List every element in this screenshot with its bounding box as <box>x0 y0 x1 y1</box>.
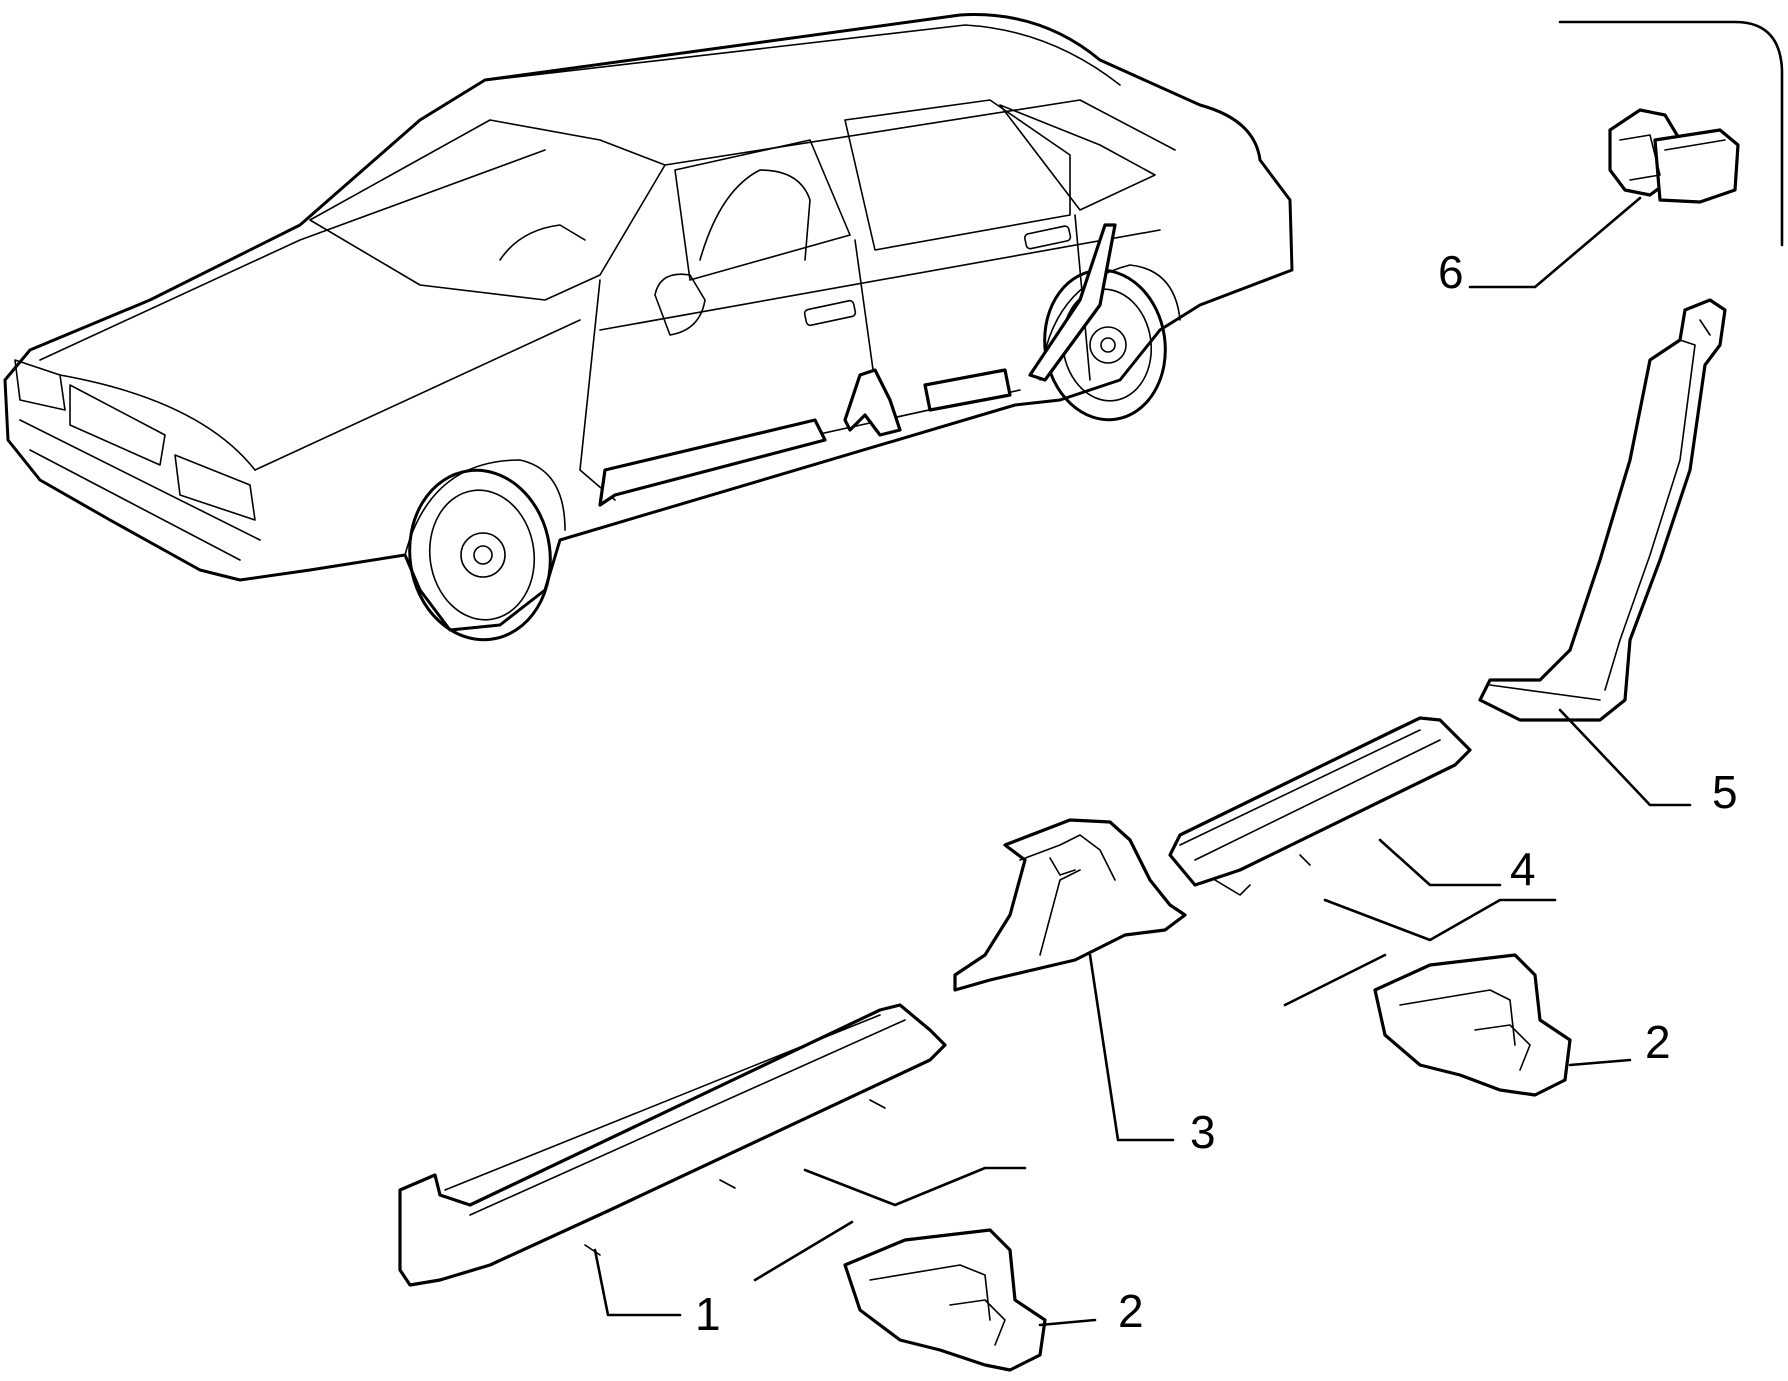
leader-3 <box>1088 953 1175 1142</box>
leader-2-upper <box>1568 1058 1632 1067</box>
group-line-upper-tail <box>1283 953 1387 1007</box>
callout-2-lower: 2 <box>1118 1285 1144 1337</box>
part-4-rear-sill <box>1168 716 1472 896</box>
callout-2-upper: 2 <box>1645 1016 1671 1068</box>
group-line-lower <box>803 1166 1027 1207</box>
callout-3: 3 <box>1190 1106 1216 1158</box>
leader-1 <box>593 1248 682 1317</box>
leader-4 <box>1378 838 1502 887</box>
callout-labels: 6 5 4 3 2 2 1 <box>695 246 1738 1340</box>
part-3-center-bracket <box>953 818 1187 992</box>
callout-6: 6 <box>1438 246 1464 298</box>
group-line-lower-tail <box>753 1220 854 1282</box>
leader-6 <box>1468 196 1642 289</box>
leader-lines <box>593 196 1692 1327</box>
leader-5 <box>1558 708 1692 807</box>
car-illustration <box>3 13 1294 642</box>
leader-2-lower <box>1038 1318 1097 1327</box>
callout-5: 5 <box>1712 766 1738 818</box>
callout-4: 4 <box>1510 843 1536 895</box>
frame-corner-line <box>1558 20 1784 247</box>
part-2-clip-upper <box>1373 953 1572 1097</box>
callout-1: 1 <box>695 1288 721 1340</box>
part-6-clip <box>1608 108 1740 204</box>
part-1-front-sill <box>398 1003 947 1287</box>
part-2-clip-lower <box>843 1228 1047 1372</box>
part-5-pillar-trim <box>1478 298 1727 722</box>
group-line-upper <box>1323 898 1557 942</box>
